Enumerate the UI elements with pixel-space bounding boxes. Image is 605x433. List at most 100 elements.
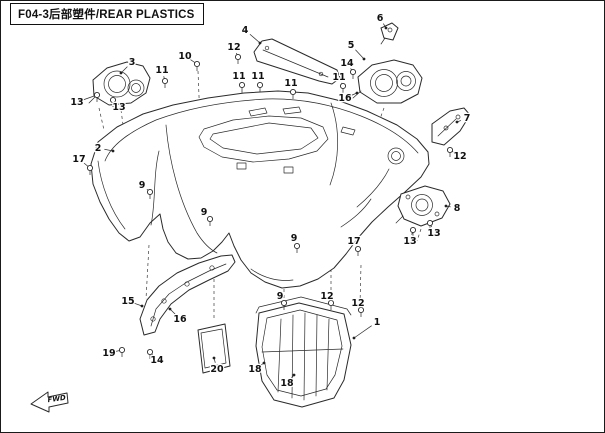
storage-box-ribs [261, 312, 344, 401]
callout-number: 12 [227, 42, 240, 53]
leader-dot [111, 149, 115, 153]
callout-13: 13 [109, 96, 127, 114]
right-upper-panel-hole-b [455, 114, 461, 120]
left-mud-guard-edge [150, 263, 227, 327]
leader-dot [384, 26, 388, 30]
top-trim-strip [253, 38, 341, 85]
callout-number: 20 [210, 364, 224, 375]
right-upper-panel-ridge [437, 118, 457, 137]
right-taillight-tab [352, 90, 362, 99]
screw-icon [161, 77, 169, 85]
leader-dot [292, 373, 296, 377]
callout-number: 17 [347, 236, 360, 247]
callout-number: 6 [377, 13, 384, 24]
callout-number: 11 [284, 78, 297, 89]
fender-vent-slots [236, 106, 356, 174]
callout-18: 18 [279, 373, 296, 390]
leader-dot [168, 307, 172, 311]
left-mud-guard-outline [139, 254, 236, 336]
callout-15: 15 [120, 295, 144, 308]
leader-dot [212, 356, 216, 360]
leader-dot [455, 120, 459, 124]
callout-12: 12 [319, 290, 335, 310]
small-bracket [380, 22, 399, 45]
callout-16: 16 [168, 307, 188, 326]
leader-dot [119, 71, 123, 75]
mud-guard-hole-4 [209, 265, 215, 271]
screw-icon [354, 245, 362, 253]
callout-number: 10 [178, 51, 192, 62]
callout-number: 3 [129, 57, 136, 68]
callout-11: 11 [154, 64, 170, 88]
callout-number: 11 [251, 71, 264, 82]
right-taillight [352, 59, 423, 104]
callout-number: 14 [150, 355, 164, 366]
callout-1: 1 [352, 316, 382, 340]
callout-18: 18 [247, 361, 266, 376]
screw-icon [426, 219, 434, 227]
callout-number: 9 [201, 207, 208, 218]
callout-19: 19 [101, 346, 126, 360]
rack-opening [198, 115, 329, 163]
callout-number: 9 [291, 233, 298, 244]
right-lower-bracket-ring-inner [415, 198, 429, 212]
leader-dot [352, 336, 356, 340]
top-trim-hole-left [264, 45, 270, 51]
callout-number: 16 [173, 314, 187, 325]
rear-fender-contours [97, 98, 419, 281]
right-lower-bracket-ring [411, 194, 433, 216]
callout-12: 12 [350, 297, 366, 317]
right-upper-panel-hole-a [443, 125, 449, 131]
screw-icon [293, 242, 301, 250]
leader-dot [444, 204, 448, 208]
callout-number: 12 [351, 298, 364, 309]
callout-number: 4 [242, 25, 249, 36]
callout-11: 11 [331, 71, 347, 93]
leader-line [104, 148, 114, 152]
left-taillight-lens-inner [108, 75, 126, 93]
protection-plate-border [200, 328, 227, 369]
screw-icon [339, 82, 347, 90]
leader-line [120, 66, 128, 74]
callout-9: 9 [275, 290, 288, 310]
callout-13: 13 [426, 219, 442, 240]
right-taillight-lens-inner [375, 74, 393, 92]
leader-line [353, 325, 372, 339]
right-upper-panel [431, 107, 471, 146]
callout-13: 13 [402, 226, 418, 248]
screw-icon [234, 53, 242, 61]
callout-14: 14 [339, 57, 357, 79]
callout-number: 8 [454, 203, 461, 214]
storage-box-rim [261, 309, 343, 397]
right-taillight-bulb [396, 71, 416, 91]
leader-dot [362, 57, 366, 61]
callout-11: 11 [283, 77, 299, 99]
callout-number: 7 [464, 113, 471, 124]
small-bracket-outline [380, 22, 399, 41]
fwd-label: FWD [47, 394, 66, 404]
callout-number: 13 [427, 228, 440, 239]
right-upper-panel-outline [431, 107, 471, 146]
leader-dot [262, 361, 266, 365]
fwd-arrow [30, 391, 69, 413]
callout-6: 6 [375, 12, 388, 30]
left-taillight-lens [103, 70, 131, 98]
callout-20: 20 [209, 356, 225, 376]
screw-icon [93, 91, 101, 99]
callout-2: 2 [93, 142, 115, 155]
leader-dot [140, 304, 144, 308]
screw-icon [206, 215, 214, 223]
screw-icon [86, 164, 94, 172]
callout-number: 12 [320, 291, 333, 302]
small-bracket-hole [387, 27, 393, 33]
callout-number: 14 [340, 58, 354, 69]
callout-16: 16 [337, 91, 359, 105]
callout-number: 11 [332, 72, 345, 83]
screw-icon [409, 226, 417, 234]
callout-10: 10 [177, 50, 201, 71]
right-lower-bracket-hole-a [405, 194, 411, 200]
callout-number: 18 [280, 378, 294, 389]
leader-dot [355, 91, 359, 95]
